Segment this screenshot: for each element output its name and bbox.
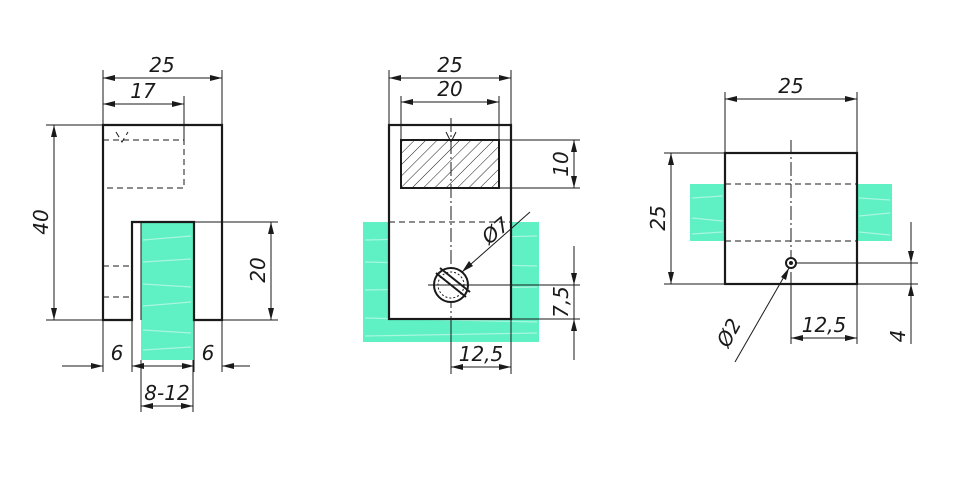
svg-text:25: 25 xyxy=(646,205,670,230)
svg-text:17: 17 xyxy=(130,79,156,103)
svg-text:10: 10 xyxy=(549,151,573,176)
left-dim-panel: 8-12 xyxy=(140,360,194,412)
svg-text:Ø2: Ø2 xyxy=(711,315,746,352)
right-panel-right xyxy=(857,184,892,241)
svg-text:40: 40 xyxy=(29,209,53,234)
right-dim-hole-pos: 12,5 xyxy=(790,284,858,344)
svg-text:20: 20 xyxy=(246,257,270,282)
left-dim-slot: 20 xyxy=(194,221,278,321)
middle-dim-hole-pos: 12,5 xyxy=(450,319,512,374)
svg-text:25: 25 xyxy=(778,74,803,98)
svg-text:6: 6 xyxy=(111,341,124,365)
svg-text:12,5: 12,5 xyxy=(802,313,847,337)
left-dim-height: 40 xyxy=(29,124,103,321)
svg-text:20: 20 xyxy=(437,77,462,101)
right-panel-left xyxy=(690,184,725,241)
svg-text:8-12: 8-12 xyxy=(144,381,189,405)
svg-text:25: 25 xyxy=(437,53,462,77)
middle-dim-width: 25 xyxy=(388,53,512,125)
right-dim-width: 25 xyxy=(724,74,858,153)
middle-dim-hole-height: 7,5 xyxy=(511,246,580,360)
right-dim-hole: Ø2 xyxy=(711,267,790,363)
right-dim-hole-offset: 4 xyxy=(797,222,918,344)
left-panel xyxy=(141,222,193,360)
left-view: 25 17 40 20 xyxy=(29,53,278,412)
svg-text:6: 6 xyxy=(202,341,215,365)
svg-text:25: 25 xyxy=(149,53,174,77)
left-dim-inner: 17 xyxy=(103,79,185,140)
middle-view: 25 20 10 Ø7 xyxy=(363,53,580,374)
middle-dim-inner: 20 xyxy=(400,77,500,140)
right-view: 25 25 Ø2 12,5 xyxy=(646,74,918,363)
left-dim-width: 25 xyxy=(102,53,223,125)
middle-hatch xyxy=(400,139,500,189)
right-dim-height: 25 xyxy=(646,152,725,285)
pin-hole-icon xyxy=(785,257,797,269)
svg-text:12,5: 12,5 xyxy=(459,342,504,366)
svg-text:7,5: 7,5 xyxy=(549,286,573,318)
svg-text:4: 4 xyxy=(886,330,910,343)
screw-head-icon xyxy=(428,267,580,303)
middle-dim-hatch: 10 xyxy=(499,139,580,189)
